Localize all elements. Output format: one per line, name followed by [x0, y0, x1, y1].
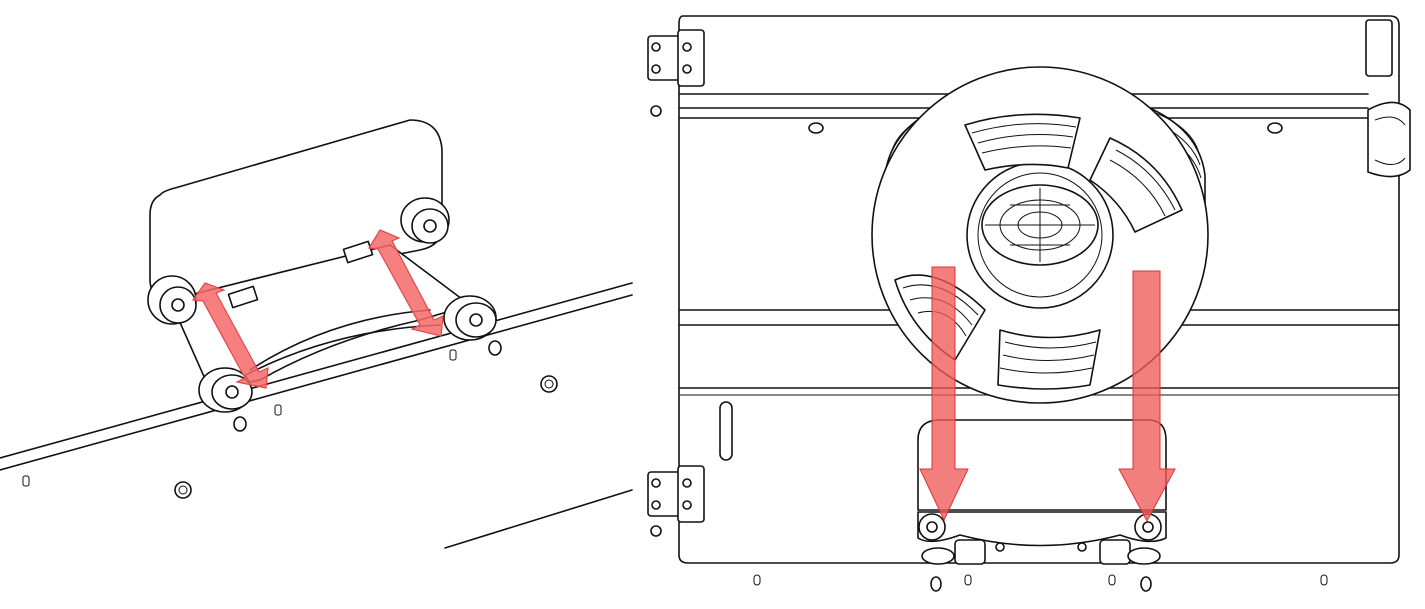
side-screw-upper	[650, 105, 662, 117]
bracket-left	[227, 285, 259, 309]
left-wheel-top-right	[400, 197, 450, 244]
hinge-bottom	[647, 465, 705, 523]
arm-band-curve	[239, 324, 441, 379]
holder-arm	[917, 511, 1167, 547]
foot-right	[1099, 539, 1131, 565]
left-arrow-1	[191, 282, 269, 389]
base-plate-edge-lower	[0, 294, 633, 471]
arm-band-curve-2	[249, 309, 431, 371]
left-wheel-top-left	[147, 275, 197, 325]
base-plate-front-edge	[444, 489, 633, 549]
right-side-knob	[1367, 101, 1411, 178]
left-panel-angled-view	[0, 119, 633, 549]
filament-spool	[871, 66, 1209, 404]
left-arrow-2	[367, 229, 444, 337]
side-screw-lower	[650, 525, 662, 537]
hinge-top	[647, 29, 705, 87]
vertical-slot	[719, 401, 733, 461]
foot-left	[954, 539, 986, 565]
right-panel-front-view	[647, 15, 1411, 592]
cabinet-outline	[678, 15, 1400, 564]
right-arrow-left	[919, 266, 969, 522]
base-screw-holes	[22, 340, 558, 499]
bottom-fasteners	[753, 574, 1328, 592]
right-wheel-left	[918, 513, 946, 541]
rail-screw-left	[808, 122, 824, 134]
left-wheel-bottom-right	[443, 295, 497, 341]
right-arrow-right	[1118, 270, 1176, 523]
spool-window-bottom	[997, 329, 1101, 390]
top-right-clip	[1365, 19, 1393, 77]
base-plate-edge-top	[0, 282, 633, 459]
rail-screw-right	[1267, 122, 1283, 134]
